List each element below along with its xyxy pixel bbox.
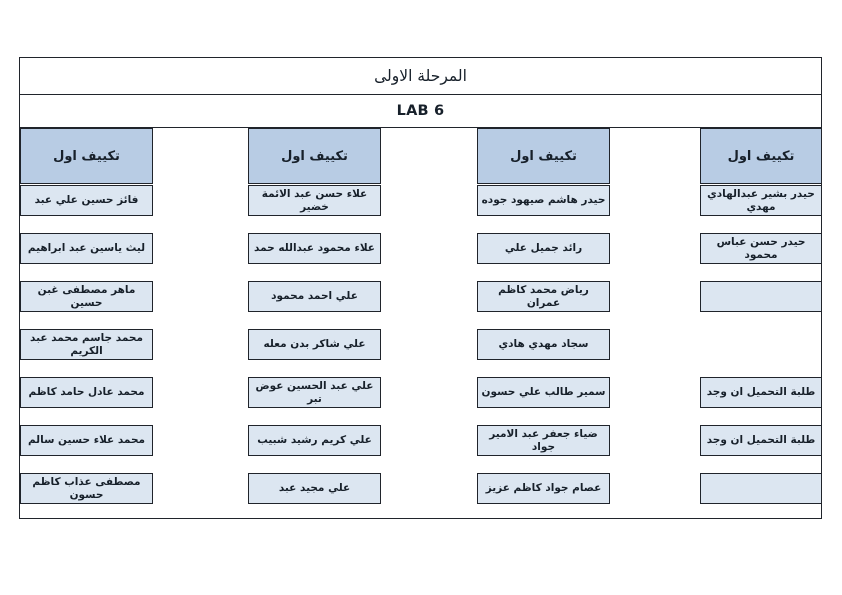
table-cell: ليث ياسين عبد ابراهيم xyxy=(20,233,153,264)
column-group-1: تكييف اول فائز حسين علي عبد ليث ياسين عب… xyxy=(20,128,153,518)
table-cell: حيدر بشير عبدالهادي مهدي xyxy=(700,185,822,216)
table-cell: علي شاكر بدن معله xyxy=(248,329,381,360)
column-header-1: تكييف اول xyxy=(20,128,153,184)
table-cell: علاء حسن عبد الائمة خضير xyxy=(248,185,381,216)
table-cell: رائد جميل علي xyxy=(477,233,610,264)
table-cell: ماهر مصطفى غبن حسين xyxy=(20,281,153,312)
column-group-4: تكييف اول حيدر بشير عبدالهادي مهدي حيدر … xyxy=(700,128,822,518)
table-lab-row: LAB 6 xyxy=(20,95,821,128)
table-title-row: المرحلة الاولى xyxy=(20,58,821,95)
table-cell: محمد علاء حسين سالم xyxy=(20,425,153,456)
table-cell-empty xyxy=(700,281,822,312)
table-cell: حيدر حسن عباس محمود xyxy=(700,233,822,264)
table-cell: حيدر هاشم صيهود جوده xyxy=(477,185,610,216)
table-cell: سمير طالب علي حسون xyxy=(477,377,610,408)
table-cell: فائز حسين علي عبد xyxy=(20,185,153,216)
table-cell: رياض محمد كاظم عمران xyxy=(477,281,610,312)
schedule-table: المرحلة الاولى LAB 6 تكييف اول فائز حسين… xyxy=(19,57,822,519)
column-header-3: تكييف اول xyxy=(477,128,610,184)
table-cell: محمد عادل حامد كاظم xyxy=(20,377,153,408)
table-cell: طلبة التحميل ان وجد xyxy=(700,425,822,456)
table-cell: ضياء جعفر عبد الامير جواد xyxy=(477,425,610,456)
page-title: المرحلة الاولى xyxy=(374,67,467,85)
column-header-2: تكييف اول xyxy=(248,128,381,184)
table-cell: طلبة التحميل ان وجد xyxy=(700,377,822,408)
table-cell: علي احمد محمود xyxy=(248,281,381,312)
table-cell: علي كريم رشيد شبيب xyxy=(248,425,381,456)
table-cell: محمد جاسم محمد عبد الكريم xyxy=(20,329,153,360)
column-header-4: تكييف اول xyxy=(700,128,822,184)
table-cell: علي مجيد عبد xyxy=(248,473,381,504)
column-group-3: تكييف اول حيدر هاشم صيهود جوده رائد جميل… xyxy=(477,128,610,518)
table-cell-empty xyxy=(700,473,822,504)
table-cell: سجاد مهدي هادي xyxy=(477,329,610,360)
lab-label: LAB 6 xyxy=(396,103,445,119)
table-cell: علاء محمود عبدالله حمد xyxy=(248,233,381,264)
columns-container: تكييف اول فائز حسين علي عبد ليث ياسين عب… xyxy=(20,128,822,518)
table-cell: مصطفى عذاب كاظم حسون xyxy=(20,473,153,504)
column-group-2: تكييف اول علاء حسن عبد الائمة خضير علاء … xyxy=(248,128,381,518)
table-cell: عصام جواد كاظم عزيز xyxy=(477,473,610,504)
table-cell: علي عبد الحسين عوض تبر xyxy=(248,377,381,408)
